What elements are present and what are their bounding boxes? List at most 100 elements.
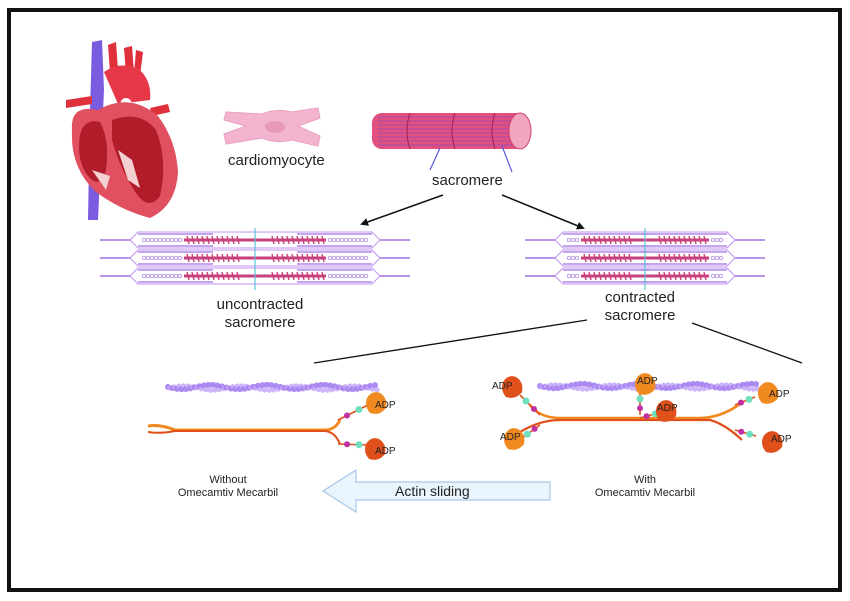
light-chain [636,395,644,403]
actin-bead [750,386,757,392]
titin-coil [339,255,345,261]
adp-label: ADP [769,389,790,400]
myosin-head [688,235,692,245]
myosin-head [608,253,612,263]
myosin-tail [147,430,341,445]
myosin-head [311,271,315,281]
fiber-segment-line [406,112,411,150]
actin-bead [324,387,331,393]
titin-coil [149,237,155,243]
myosin-head [502,376,523,398]
myosin-head [658,235,662,245]
titin-coil [145,237,151,243]
myosin-head [628,253,632,263]
titin-coil [177,273,183,279]
myosin-head [186,271,190,281]
myosin-neck [337,443,369,446]
myosin-head [236,253,240,263]
myosin-head-upper [366,392,387,414]
myosin-tail [519,418,743,441]
sarcomere-label: sacromere [432,172,503,189]
actin-bead [214,382,221,389]
titin-coil [335,273,341,279]
regulatory-domain [531,425,538,432]
myosin-head [271,235,275,245]
actin-bead [318,381,324,388]
myosin-head [221,271,225,281]
regulatory-domain [738,428,745,435]
adp-label: ADP [637,376,658,387]
titin-coil [355,255,361,261]
titin-coil [339,237,345,243]
myosin-head [206,271,210,281]
actin-bead [694,380,701,387]
titin-coil [359,273,365,279]
myosin-head [206,235,210,245]
myosin-head [623,253,627,263]
myosin-head [286,235,290,245]
myosin-head [762,431,783,453]
light-chain [523,430,531,438]
myosin-head [673,271,677,281]
sarcomere-outline [129,267,381,285]
regulatory-domain [643,413,650,420]
titin-coil [327,237,333,243]
actin-bead [322,381,329,388]
actin-bead [201,382,207,389]
myosin-head [683,235,687,245]
artery-1 [108,42,118,72]
uncontracted-label: uncontracted sacromere [210,296,310,332]
titin-coil [141,255,147,261]
myosin-head [618,253,622,263]
myosin-head [231,235,235,245]
titin-coil [343,273,349,279]
actin-bead [575,386,581,392]
titin-coil [570,273,576,279]
myosin-neck [337,404,369,421]
myosin-head [221,253,225,263]
myosin-head [673,235,677,245]
heart-illustration [66,40,178,220]
sarcomere-outline [554,249,736,267]
titin-coil [161,237,167,243]
fiber-segment-line [491,112,496,150]
myosin-head [613,253,617,263]
actin-bead [753,381,759,388]
titin-coil [710,255,716,261]
myosin-head [296,271,300,281]
myosin-head [201,271,205,281]
myosin-head [668,253,672,263]
actin-bead [372,382,378,389]
regulatory-domain [738,399,744,406]
titin-coil [718,273,724,279]
myosin-head [216,235,220,245]
myosin-head [608,271,612,281]
myosin-head [281,235,285,245]
titin-coil [173,273,179,279]
actin-bead [687,385,694,392]
myosin-head [276,235,280,245]
fiber-cross-section [508,112,532,150]
sarcomere-outline [129,231,381,249]
titin-coil [169,273,175,279]
titin-coil [153,237,159,243]
actin-bead [696,386,703,392]
without-om-label-line2: Omecamtiv Mecarbil [177,487,279,499]
cell-nucleus [265,121,285,133]
titin-coil [145,255,151,261]
myosin-head [656,400,677,422]
light-chain [746,430,754,438]
light-chain [745,395,753,403]
with-om-illustration [502,373,783,453]
titin-coil [165,255,171,261]
myosin-head [271,271,275,281]
aorta [104,65,151,104]
myosin-head [588,271,592,281]
myosin-head [191,235,195,245]
titin-coil [177,237,183,243]
titin-coil [351,237,357,243]
myosin-head [678,271,682,281]
myosin-head [668,235,672,245]
figure-frame [7,8,842,592]
myosin-head [321,271,325,281]
